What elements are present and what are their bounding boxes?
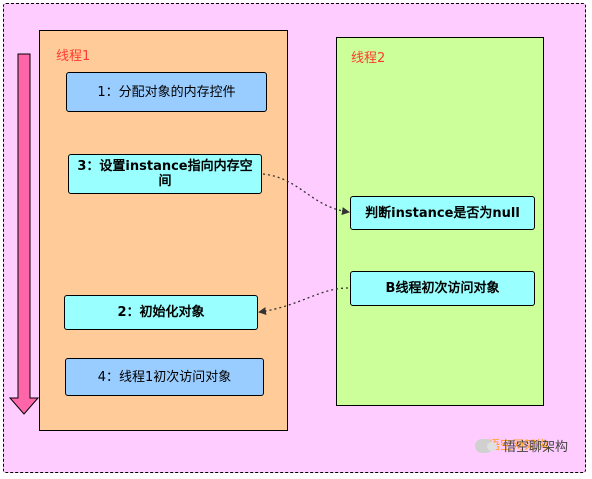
step-thread1-first-access: 4：线程1初次访问对象 xyxy=(65,358,264,396)
thread2-title: 线程2 xyxy=(351,51,386,66)
step-initialize-object: 2：初始化对象 xyxy=(64,295,258,330)
watermark-text: 悟空聊架构 xyxy=(503,440,569,455)
step-set-instance-pointer: 3：设置instance指向内存空间 xyxy=(68,154,262,194)
watermark-underlay: 语空网架构 xyxy=(488,438,549,452)
connector-access-to-init xyxy=(258,287,349,316)
time-arrow-shape xyxy=(8,53,40,415)
watermark: 悟空聊架构 xyxy=(475,436,568,455)
connector-set-to-check xyxy=(262,173,350,216)
step-threadb-first-access: B线程初次访问对象 xyxy=(350,271,535,306)
wechat-icon xyxy=(475,438,497,453)
step-allocate-memory: 1：分配对象的内存控件 xyxy=(66,72,267,112)
step-check-instance-null: 判断instance是否为null xyxy=(350,196,535,230)
thread1-title: 线程1 xyxy=(56,49,91,64)
